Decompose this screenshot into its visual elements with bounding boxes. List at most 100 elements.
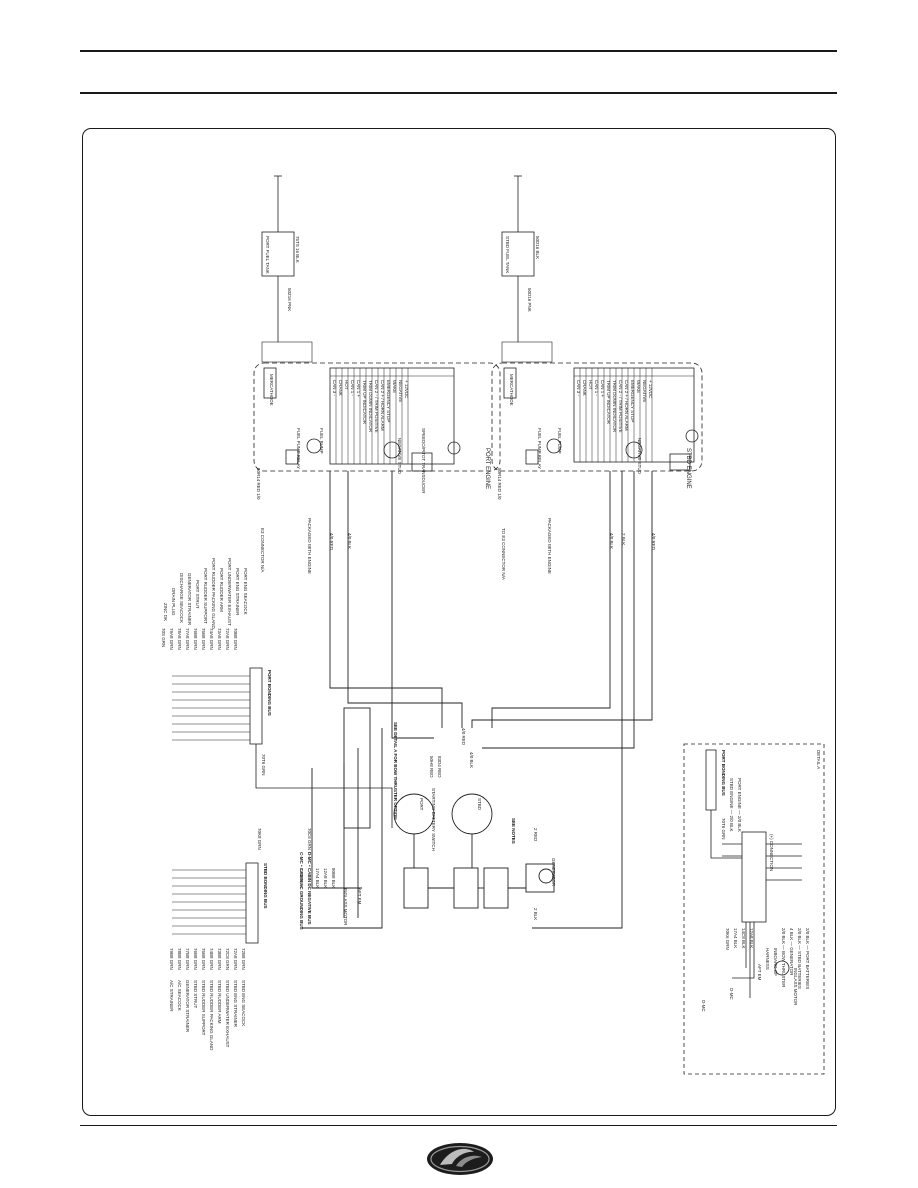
- stbd-pin-8: CAN 2 - / TRIM POSITIVE: [618, 380, 623, 433]
- port-pin-1: CAN 3 -: [332, 380, 337, 397]
- brand-logo: [427, 1143, 493, 1175]
- port-fuel-pump-label: FUEL PUMP: [319, 428, 324, 454]
- port-pin-10: EMERGENCY STOP: [386, 380, 391, 422]
- stbd-fuel-pump-note: PACKAGED WITH ENGINE: [547, 518, 552, 574]
- stbd-bond-wire-4: 74B8 GRN: [209, 948, 214, 970]
- center-wire-2: 4/0 BLK: [469, 752, 474, 768]
- detail-right-2: 4 BLK — GENERATOR: [789, 928, 794, 976]
- detail-right-0: 2/0 BLK — PORT BATTERIES: [805, 928, 810, 989]
- stbd-bond-label-5: STBD RUDDER SUPPORT: [201, 980, 206, 1036]
- center-labels: SEE DETAIL A FOR BOW THRUSTER OPTION D-M…: [299, 722, 556, 930]
- stbd-wire-2blk: 2 BLK: [621, 533, 626, 545]
- stbd-fuel-sender: STBD FUEL TANK 50D16 PNK 50D16 BLK: [501, 175, 553, 363]
- stbd-pin-10: EMERGENCY STOP: [630, 380, 635, 422]
- generator-switch-label: GENERATOR: [551, 858, 556, 887]
- stbd-pin-7: TRIM DOWN INDICATOR: [612, 380, 617, 433]
- center-wire-10: 83D4 RED: [437, 756, 442, 778]
- stbd-pin-11: WAKE: [636, 380, 641, 393]
- detail-lower-3: 70K6 GRN: [725, 928, 730, 950]
- port-engine-block: PORT ENGINE CAN 3 - CRANK HOT CAN 1 - CA…: [253, 362, 501, 574]
- stbd-bond-label-6: STBD STRUT: [193, 980, 198, 1009]
- port-bonding-bus: PORT BONDING BUS 70T6 GRN 70B8 GRN 72A8 …: [161, 558, 393, 828]
- port-wire-blk: 4/0 BLK: [347, 533, 352, 549]
- stbd-engine-title: STBD ENGINE: [685, 448, 691, 489]
- port-engine-title: PORT ENGINE: [484, 448, 490, 489]
- detail-note-2: HARNESS: [765, 948, 770, 970]
- stbd-bond-label-0: STBD ENG SEACOCK: [241, 980, 246, 1026]
- port-bond-label-0: PORT ENG SEACOCK: [243, 568, 248, 615]
- port-fuel-wire-pnk: 50Z16 PNK: [287, 288, 292, 311]
- port-bond-label-1: PORT ENG STRAINER: [235, 568, 240, 616]
- port-fuel-relay-label: FUEL PUMP RELAY: [296, 428, 301, 469]
- stbd-bonding-bus: STBD BONDING BUS 70K8 GRN 72B8 GRN 72A8 …: [169, 828, 268, 1051]
- detail-note-3: INGLASS MOTOR: [793, 968, 798, 1006]
- stbd-bond-wire-8: 78B8 GRN: [177, 948, 182, 970]
- stbd-engine-block: STBD ENGINE CAN 3 - CRANK HOT CAN 1 - CA…: [491, 362, 703, 580]
- detail-title: DETAIL A: [816, 750, 821, 769]
- port-bond-wire-8: 79A8 GRN: [169, 628, 174, 650]
- stbd-bond-wire-6: 76B8 GRN: [193, 948, 198, 970]
- stbd-pin-2: CRANK: [582, 380, 587, 396]
- stbd-fuel-relay-label: FUEL PUMP RELAY: [537, 428, 542, 469]
- detail-lower-0: 12A8 BLK: [749, 928, 754, 948]
- stbd-bond-label-2: STBD UNDERWATER EXHAUST: [225, 980, 230, 1048]
- center-relay-label: STARTING BATTERY SWITCH: [431, 788, 436, 851]
- port-bond-label-8: DISCHARGE SEACOCK: [179, 573, 184, 623]
- port-wire-red: 4/0 RED: [329, 533, 334, 551]
- stbd-bond-label-4: STBD RUDDER PACKING GLAND: [209, 980, 214, 1051]
- stbd-pin-4: CAN 1 -: [594, 380, 599, 397]
- port-fuel-tank-label: PORT FUEL TANK: [265, 236, 270, 274]
- port-bonding-main-wire: 70T6 GRN: [261, 754, 266, 776]
- port-bond-wire-4: 75B8 GRN: [201, 628, 206, 650]
- port-bond-label-7: GENERATOR STRAINER: [187, 573, 192, 626]
- port-bond-wire-9: 70S GRN: [161, 628, 166, 647]
- port-negative-stud: NEGATIVE STUD: [397, 438, 402, 475]
- detail-left-1: STBD ENGINE — 2/0 BLK: [729, 778, 734, 832]
- port-pin-6: TRIM UP INDICATOR: [362, 380, 367, 425]
- detail-right-3: 2/0 BLK — BOW THRUSTER: [781, 928, 786, 988]
- stbd-bond-label-8: A/C SEACOCK: [177, 980, 182, 1011]
- port-pin-9: CAN 2 + / HORN ALARM: [380, 380, 385, 431]
- stbd-bond-label-1: STBD ENG STRAINER: [233, 980, 238, 1028]
- port-bond-label-2: PORT UNDERWATER EXHAUST: [227, 558, 232, 626]
- port-pin-13: + 12VDC: [404, 380, 409, 399]
- center-wire-7: 12A8 BLK: [323, 868, 328, 888]
- port-bonding-title: PORT BONDING BUS: [267, 670, 272, 716]
- port-bond-label-10: ZINC DK: [163, 603, 168, 621]
- port-bond-label-5: PORT RUDDER SUPPORT: [203, 568, 208, 624]
- port-fuel-sender: PORT FUEL TANK 50Z16 PNK 75TS 16 BLK: [261, 175, 313, 363]
- port-pin-5: CAN 1 +: [356, 380, 361, 398]
- wiring-diagram: PORT ENGINE CAN 3 - CRANK HOT CAN 1 - CA…: [161, 175, 825, 1075]
- stbd-e3-connector: TO E3 CONNECTOR N/A: [501, 528, 506, 580]
- center-ground-bus: D-MC • CABIN DC NEGATIVE BUS: [307, 852, 312, 925]
- port-bond-wire-7: 78A8 GRN: [177, 628, 182, 650]
- detail-left-0: PORT ENGINE — 2/0 BLK: [737, 778, 742, 832]
- detail-bonding: PORT BONDING BUS: [721, 750, 726, 796]
- center-see-detail: SEE DETAIL A FOR BOW THRUSTER OPTION: [393, 722, 398, 820]
- stbd-fuel-wire-pnk: 50D16 PNK: [527, 288, 532, 312]
- center-wire-8: 80B8 BLK: [331, 868, 336, 888]
- stbd-bond-wire-1: 72A8 GRN: [233, 948, 238, 970]
- detail-ground: D-MC: [729, 988, 734, 1000]
- stbd-bond-label-9: A/C STRAINER: [169, 980, 174, 1012]
- port-bond-label-9: DRAIN PLUG: [171, 588, 176, 616]
- stbd-mercathode-label: MERCATHODE: [509, 374, 514, 406]
- stbd-bond-wire-9: 79B8 GRN: [169, 948, 174, 970]
- battery-port-label: PORT: [419, 798, 424, 811]
- detail-note-0: AFT EM: [757, 964, 762, 981]
- stbd-wire-14red: 50R14 RED 1/0: [497, 468, 502, 500]
- detail-lower-1: 14C8 BLK: [741, 928, 746, 949]
- battery-stbd-label: STBD: [477, 798, 482, 811]
- port-e3-connector: E3 CONNECTOR N/A: [260, 528, 265, 572]
- port-pin-2: CRANK: [338, 380, 343, 396]
- port-speedo-label: SPEEDO/PITOT TRANSDUCER: [421, 428, 426, 494]
- stbd-bond-wire-3: 73B8 GRN: [217, 948, 222, 970]
- header-rule-bottom: [80, 92, 837, 94]
- detail-a: DETAIL A PORT BONDING BUS 70T6 GRN (+) C…: [683, 743, 825, 1075]
- port-bond-label-4: PORT RUDDER PACKING GLAND: [211, 558, 216, 630]
- port-pin-12: NEGATIVE: [398, 380, 403, 402]
- stbd-fuel-tank-label: STBD FUEL TANK: [505, 236, 510, 273]
- center-wire-1: 4/0 RED: [461, 728, 466, 746]
- center-wire-11: 50H8 RED: [429, 756, 434, 778]
- stbd-bond-wire-5: 75B8 GRN: [201, 948, 206, 970]
